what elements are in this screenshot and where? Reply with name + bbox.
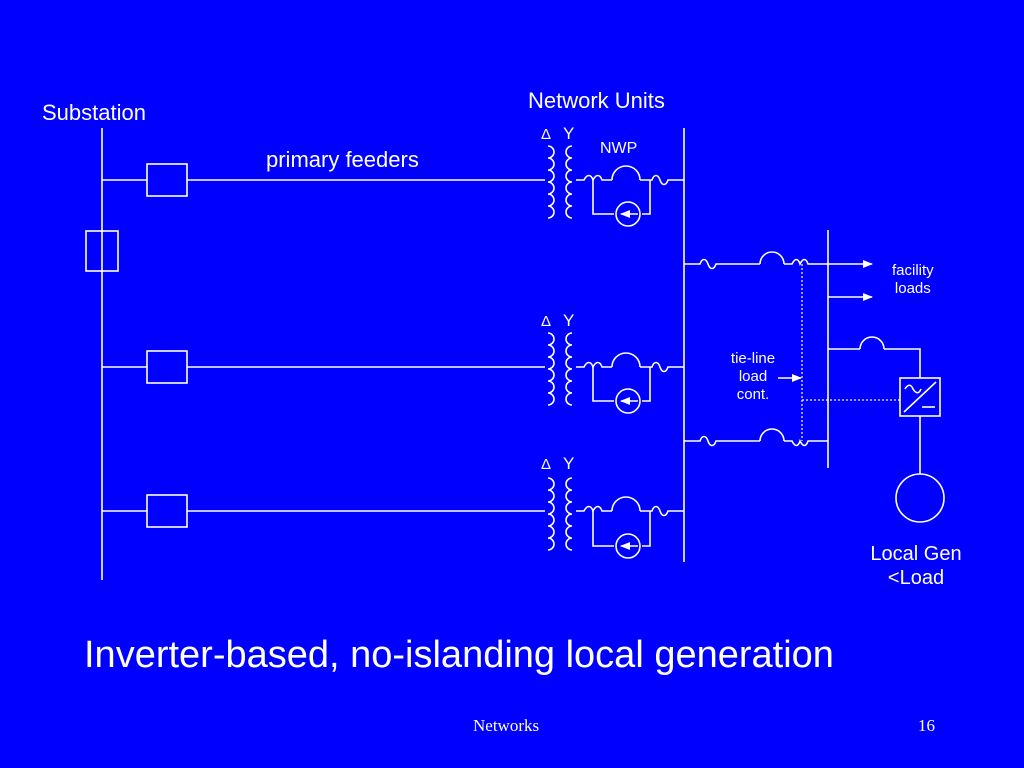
network-unit-3 (547, 477, 684, 559)
network-protector-icon (611, 165, 641, 181)
generator-icon (895, 473, 945, 523)
tie-line-bottom (684, 428, 828, 447)
primary-feeder-1 (102, 163, 545, 197)
tie-breaker-icon (759, 428, 785, 442)
gen-breaker-icon (859, 336, 885, 350)
primary-feeder-2 (102, 350, 545, 384)
local-gen-line1: Local Gen (870, 543, 962, 565)
secondary-connection (576, 174, 612, 183)
tie-breaker-icon (759, 251, 785, 265)
footer-label: Networks (473, 716, 540, 735)
tie-line-control (801, 264, 900, 441)
feeder-breaker-icon (146, 494, 188, 528)
wye-symbol: Y (563, 454, 575, 473)
delta-symbol: Δ (541, 126, 552, 143)
relay-icon (615, 201, 641, 227)
local-gen-branch (828, 336, 945, 523)
tie-line-top (684, 251, 828, 270)
network-unit-2 (547, 332, 684, 414)
primary-feeder-3 (102, 494, 545, 528)
facility-loads-label: facility loads (892, 262, 934, 298)
feeder-breaker-icon (146, 163, 188, 197)
tie-line-label-line3: cont. (736, 386, 770, 403)
slide-title: Inverter-based, no-islanding local gener… (84, 634, 834, 676)
relay-icon (615, 388, 641, 414)
transformer-icon (547, 332, 573, 406)
nwp-label: NWP (600, 140, 638, 157)
wye-symbol: Y (563, 124, 575, 143)
wye-symbol: Y (563, 311, 575, 330)
facility-loads-line1: facility (892, 262, 934, 279)
transformer-icon (547, 145, 573, 219)
local-gen-label: Local Gen <Load (858, 542, 974, 590)
delta-symbol: Δ (541, 456, 552, 473)
network-protector-icon (611, 352, 641, 368)
primary-feeders-label: primary feeders (266, 147, 419, 172)
page-number: 16 (918, 716, 935, 735)
relay-icon (615, 533, 641, 559)
local-gen-line2: <Load (887, 567, 945, 589)
network-unit-1 (547, 145, 684, 227)
feeder-breaker-icon (146, 350, 188, 384)
substation-label: Substation (42, 100, 146, 125)
delta-symbol: Δ (541, 313, 552, 330)
tie-line-label-line1: tie-line (730, 350, 776, 367)
network-protector-icon (611, 496, 641, 512)
facility-loads-line2: loads (894, 280, 931, 297)
tie-line-control-label: tie-line load cont. (724, 350, 782, 404)
transformer-icon (547, 477, 573, 551)
network-units-label: Network Units (528, 88, 665, 113)
tie-line-label-line2: load (738, 368, 768, 385)
substation-breaker-icon (85, 230, 119, 272)
